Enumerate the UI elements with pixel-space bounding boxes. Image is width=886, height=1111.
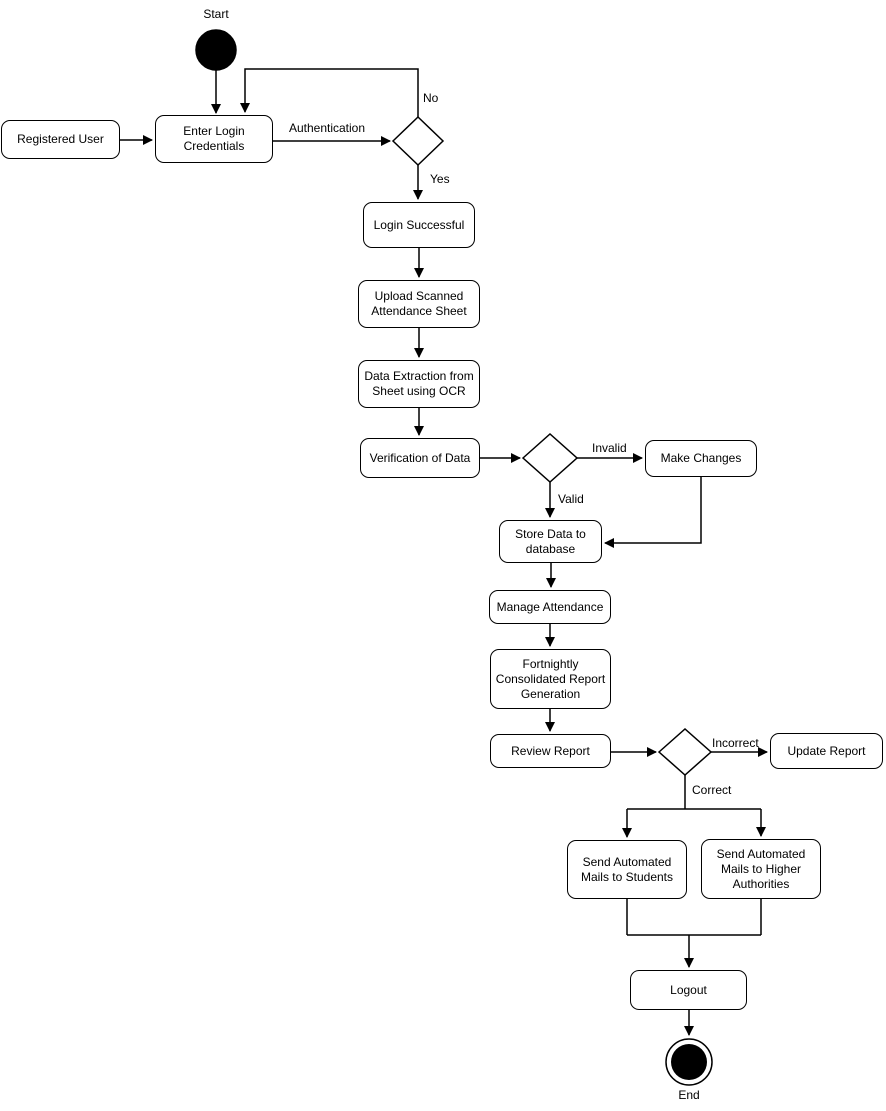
edge-label-no: No	[423, 91, 439, 105]
edge-no-loop-to-enter-login	[240, 68, 419, 117]
node-data-extraction-from-sheet-using-ocr: Data Extraction from Sheet using OCR	[358, 360, 480, 408]
node-make-changes: Make Changes	[645, 440, 757, 477]
edge-label-authentication: Authentication	[288, 121, 366, 135]
node-manage-attendance: Manage Attendance	[489, 590, 611, 624]
end-node-icon	[671, 1044, 707, 1080]
node-enter-login-credentials: Enter Login Credentials	[155, 115, 273, 163]
start-label: Start	[203, 7, 229, 21]
start-node-icon	[195, 29, 237, 71]
end-label: End	[678, 1088, 700, 1102]
node-review-report: Review Report	[490, 734, 611, 768]
node-update-report: Update Report	[770, 733, 883, 769]
edge-label-yes: Yes	[430, 172, 450, 186]
decision-authentication	[391, 115, 445, 167]
node-send-automated-mails-to-students: Send Automated Mails to Students	[567, 840, 687, 899]
edge-make-changes-to-store-data	[604, 477, 702, 548]
decision-data-valid	[521, 432, 579, 484]
edge-label-invalid: Invalid	[592, 441, 627, 455]
node-logout: Logout	[630, 970, 747, 1010]
node-store-data-to-database: Store Data to database	[499, 520, 602, 563]
node-upload-scanned-attendance-sheet: Upload Scanned Attendance Sheet	[358, 280, 480, 328]
edge-label-correct: Correct	[692, 783, 732, 797]
node-send-automated-mails-to-higher-authorities: Send Automated Mails to Higher Authoriti…	[701, 839, 821, 899]
edge-label-valid: Valid	[558, 492, 584, 506]
node-verification-of-data: Verification of Data	[360, 438, 480, 478]
edge-label-incorrect: Incorrect	[712, 736, 759, 750]
decision-report-correct	[657, 727, 713, 777]
node-registered-user: Registered User	[1, 120, 120, 159]
node-fortnightly-consolidated-report-generation: Fortnightly Consolidated Report Generati…	[490, 649, 611, 709]
node-login-successful: Login Successful	[363, 202, 475, 248]
